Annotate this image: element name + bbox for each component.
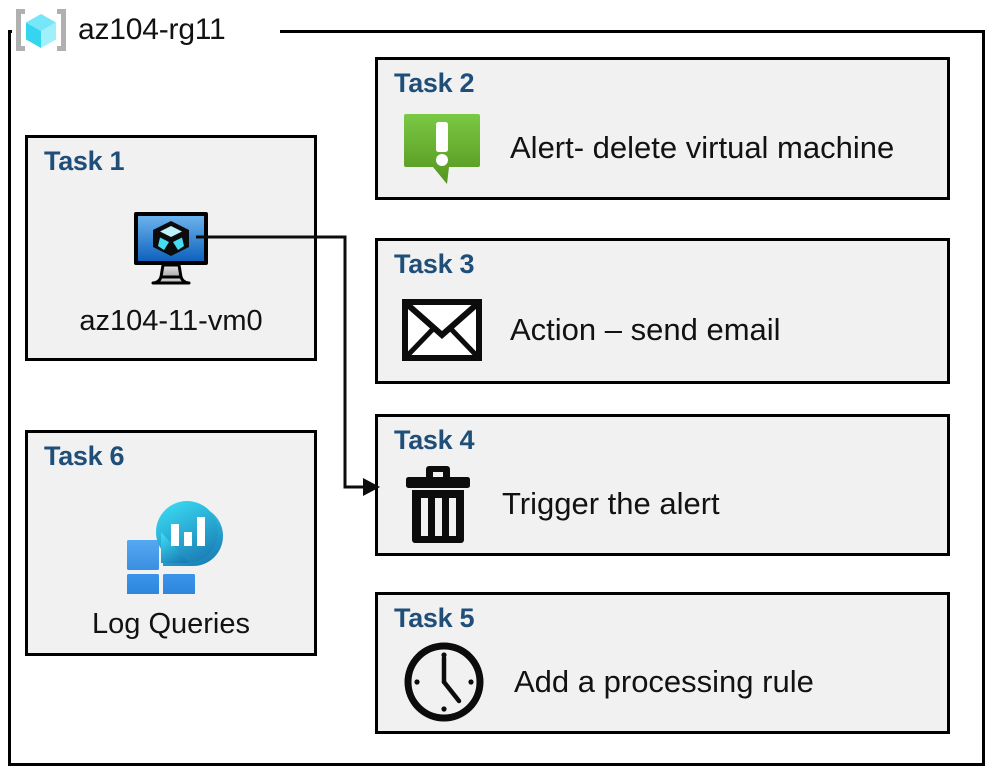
alert-speech-bubble-icon [402,108,482,188]
task-title-task-6: Task 6 [44,441,125,471]
task-title-task-4: Task 4 [394,425,475,455]
resource-group-name: az104-rg11 [78,13,226,46]
task-body-task-6: Log Queries [28,483,314,653]
log-analytics-icon [117,496,225,594]
task-caption-task-4: Trigger the alert [502,486,720,521]
task-body-task-3: Action – send email [402,283,937,377]
azure-resource-group-icon [12,4,70,56]
task-caption-task-3: Action – send email [510,312,781,347]
rg-frame-top-right-segment [280,30,985,33]
envelope-icon [402,299,482,361]
task-caption-task-1: az104-11-vm0 [79,304,263,337]
task-body-task-1: az104-11-vm0 [28,188,314,358]
task-card-task-6[interactable]: Task 6 [25,430,317,656]
task-body-task-4: Trigger the alert [402,459,937,549]
task-card-task-3[interactable]: Task 3 Action – send email [375,238,950,384]
resource-group-frame [8,30,985,766]
virtual-machine-icon [125,209,217,291]
task-title-task-3: Task 3 [394,249,475,279]
task-card-task-4[interactable]: Task 4 Trigger the alert [375,414,950,556]
task-card-task-2[interactable]: Task 2 Alert- delete virtual machine [375,57,950,200]
trash-can-icon [402,462,474,546]
clock-icon [402,640,486,724]
task-title-task-2: Task 2 [394,68,475,98]
task-card-task-1[interactable]: Task 1 [25,135,317,361]
resource-group-header: az104-rg11 [12,2,236,58]
task-body-task-2: Alert- delete virtual machine [402,102,937,193]
task-caption-task-5: Add a processing rule [514,664,814,699]
task-title-task-5: Task 5 [394,603,475,633]
task-title-task-1: Task 1 [44,146,125,176]
task-card-task-5[interactable]: Task 5 Add a processing rule [375,592,950,734]
task-body-task-5: Add a processing rule [402,637,937,727]
task-caption-task-6: Log Queries [92,607,250,640]
task-caption-task-2: Alert- delete virtual machine [510,129,895,165]
